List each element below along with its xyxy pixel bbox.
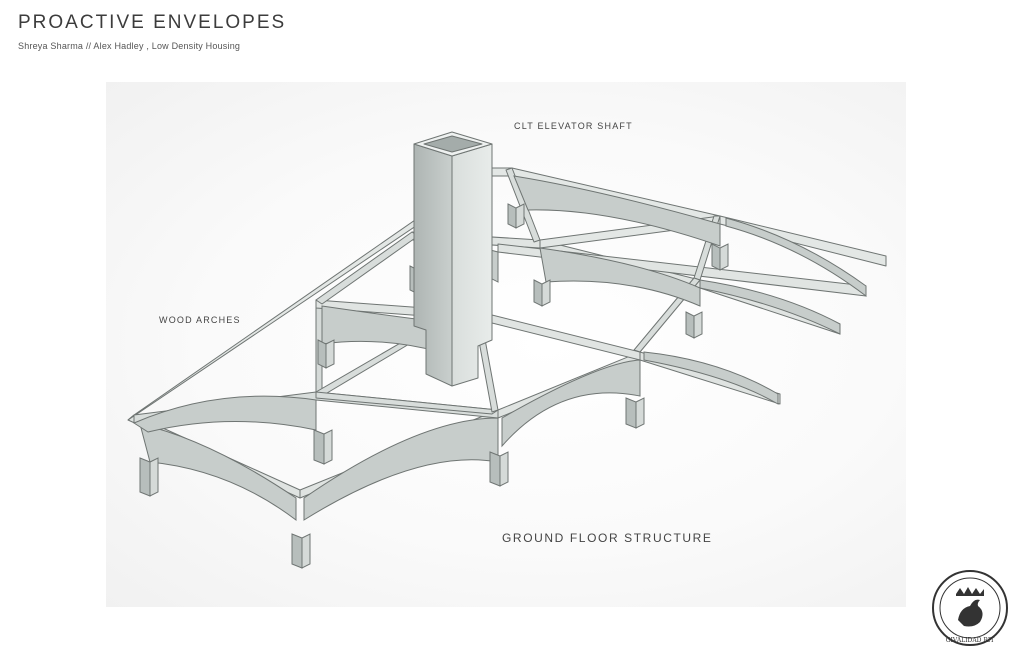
beam-diag-8 xyxy=(315,231,419,305)
column xyxy=(291,533,311,569)
column xyxy=(625,397,645,429)
arch-back-7 xyxy=(725,217,867,298)
arch-front-1 xyxy=(139,423,297,522)
column xyxy=(139,457,159,497)
column xyxy=(685,311,703,339)
column xyxy=(317,339,335,369)
arch-back-5 xyxy=(699,279,841,335)
label-elevator-shaft: CLT ELEVATOR SHAFT xyxy=(514,121,633,131)
column xyxy=(489,451,509,487)
arch-front-2 xyxy=(303,417,499,521)
column xyxy=(711,243,729,271)
shaft-left-face xyxy=(413,143,453,387)
arch-front-3 xyxy=(501,359,641,448)
beam-diag-3 xyxy=(315,391,499,415)
arch-back-1 xyxy=(132,395,317,433)
university-seal: GIVALIDAD RIT xyxy=(932,570,1008,646)
bird-emblem-icon xyxy=(958,599,983,627)
wood-arches xyxy=(132,175,867,522)
shaft-top-opening xyxy=(423,135,483,153)
elevator-shaft xyxy=(413,131,493,387)
beam-grid xyxy=(127,167,887,499)
page-title: PROACTIVE ENVELOPES xyxy=(18,12,287,33)
column xyxy=(313,429,333,465)
arch-front-4 xyxy=(643,351,779,405)
shaft-leader xyxy=(492,130,512,146)
page-subtitle: Shreya Sharma // Alex Hadley , Low Densi… xyxy=(18,41,241,51)
crown-icon xyxy=(956,587,984,596)
column xyxy=(507,203,525,229)
arch-back-6 xyxy=(539,247,701,307)
arch-back-4 xyxy=(513,175,721,247)
label-wood-arches: WOOD ARCHES xyxy=(159,315,241,325)
column xyxy=(533,279,551,307)
label-ground-floor-structure: GROUND FLOOR STRUCTURE xyxy=(502,531,713,545)
seal-text: GIVALIDAD RIT xyxy=(946,637,995,644)
